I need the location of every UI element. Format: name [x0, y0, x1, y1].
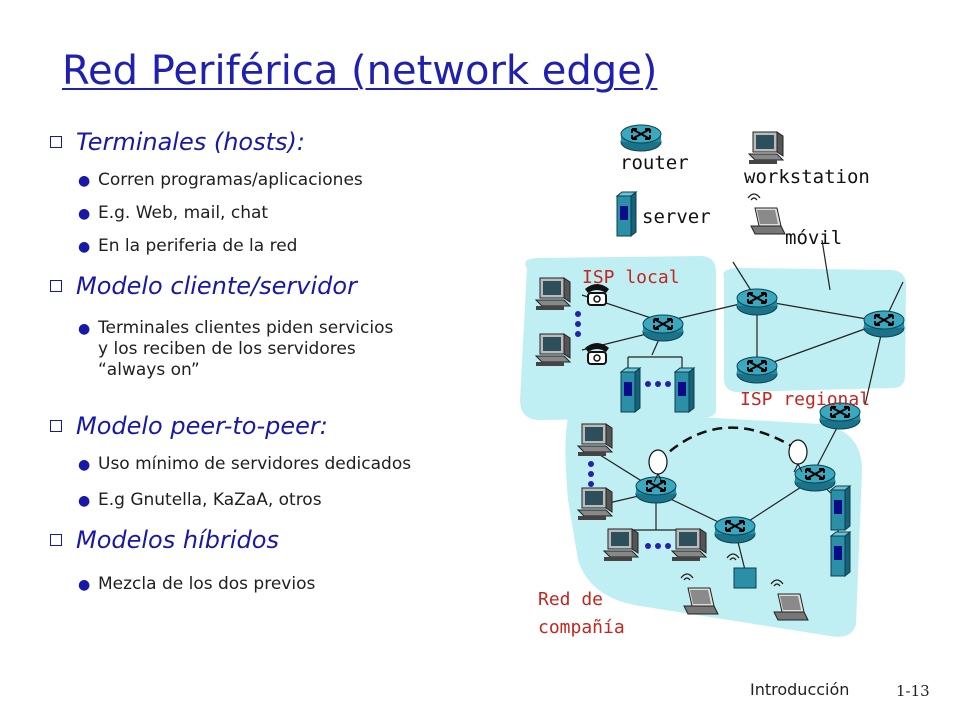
isp-regional-label: ISP regional	[740, 389, 871, 410]
checkbox-bullet-icon	[50, 280, 62, 292]
page-title: Red Periférica (network edge)	[62, 48, 658, 94]
sub-item-text: Terminales clientes piden servicios y lo…	[98, 318, 394, 380]
sub-item: ●E.g Gnutella, KaZaA, otros	[78, 490, 322, 510]
workstation-icon	[671, 528, 707, 562]
ellipsis-icon	[588, 461, 594, 487]
router-icon	[736, 288, 778, 316]
ellipsis-icon	[645, 543, 671, 549]
page-number: 1-13	[896, 682, 930, 700]
bullet-label: Modelo cliente/servidor	[76, 272, 357, 300]
legend-router-label: router	[620, 152, 689, 174]
sub-item: ●En la periferia de la red	[78, 236, 298, 256]
sub-item-text: Uso mínimo de servidores dedicados	[98, 454, 412, 474]
checkbox-bullet-icon	[50, 136, 62, 148]
isp-local-label: ISP local	[582, 267, 680, 288]
sub-item-text: Mezcla de los dos previos	[98, 574, 316, 594]
legend-mobile-icon	[747, 193, 786, 235]
bullet-p2p: Modelo peer-to-peer:	[50, 412, 328, 440]
bullet-hybrid: Modelos híbridos	[50, 526, 279, 554]
sub-item-text: E.g. Web, mail, chat	[98, 203, 269, 223]
access-point-icon	[726, 553, 757, 589]
legend-mobile-label: móvil	[785, 227, 843, 249]
legend-router-icon	[620, 124, 662, 152]
sub-item: ●E.g. Web, mail, chat	[78, 203, 269, 223]
workstation-icon	[535, 333, 571, 367]
server-icon	[620, 367, 641, 413]
workstation-icon	[577, 487, 613, 521]
router-icon	[635, 476, 677, 504]
legend-workstation-label: workstation	[744, 166, 870, 188]
bullet-label: Modelo peer-to-peer:	[76, 412, 328, 440]
ellipsis-icon	[575, 311, 581, 337]
router-icon	[863, 310, 905, 338]
legend-server-label: server	[642, 206, 711, 228]
server-icon	[674, 367, 695, 413]
antenna-icon	[648, 449, 668, 483]
workstation-icon	[603, 528, 639, 562]
checkbox-bullet-icon	[50, 534, 62, 546]
sub-item: ●Uso mínimo de servidores dedicados	[78, 454, 412, 474]
bullet-hosts: Terminales (hosts):	[50, 128, 305, 156]
legend-server-icon	[616, 191, 637, 237]
sub-item-text: En la periferia de la red	[98, 236, 298, 256]
sub-item-text: E.g Gnutella, KaZaA, otros	[98, 490, 322, 510]
workstation-icon	[577, 423, 613, 457]
bullet-client-server: Modelo cliente/servidor	[50, 272, 357, 300]
ellipsis-icon	[645, 381, 671, 387]
wireless-link	[657, 426, 799, 463]
bullet-label: Modelos híbridos	[76, 526, 279, 554]
company-network-label: Red de compañía	[538, 589, 625, 638]
server-icon	[830, 531, 851, 577]
footer-section: Introducción	[750, 680, 850, 699]
sub-item-text: Corren programas/aplicaciones	[98, 170, 363, 190]
sub-item: ●Corren programas/aplicaciones	[78, 170, 363, 190]
server-icon	[830, 485, 851, 531]
router-icon	[642, 314, 684, 342]
router-icon	[714, 516, 756, 544]
router-icon	[736, 356, 778, 384]
workstation-icon	[535, 277, 571, 311]
legend-workstation-icon	[748, 131, 784, 165]
company-network-area	[565, 409, 862, 637]
checkbox-bullet-icon	[50, 420, 62, 432]
bullet-label: Terminales (hosts):	[76, 128, 305, 156]
antenna-icon	[788, 439, 808, 473]
sub-item: ●Terminales clientes piden servicios y l…	[78, 318, 394, 380]
sub-item: ●Mezcla de los dos previos	[78, 574, 316, 594]
phone-icon	[584, 342, 610, 365]
